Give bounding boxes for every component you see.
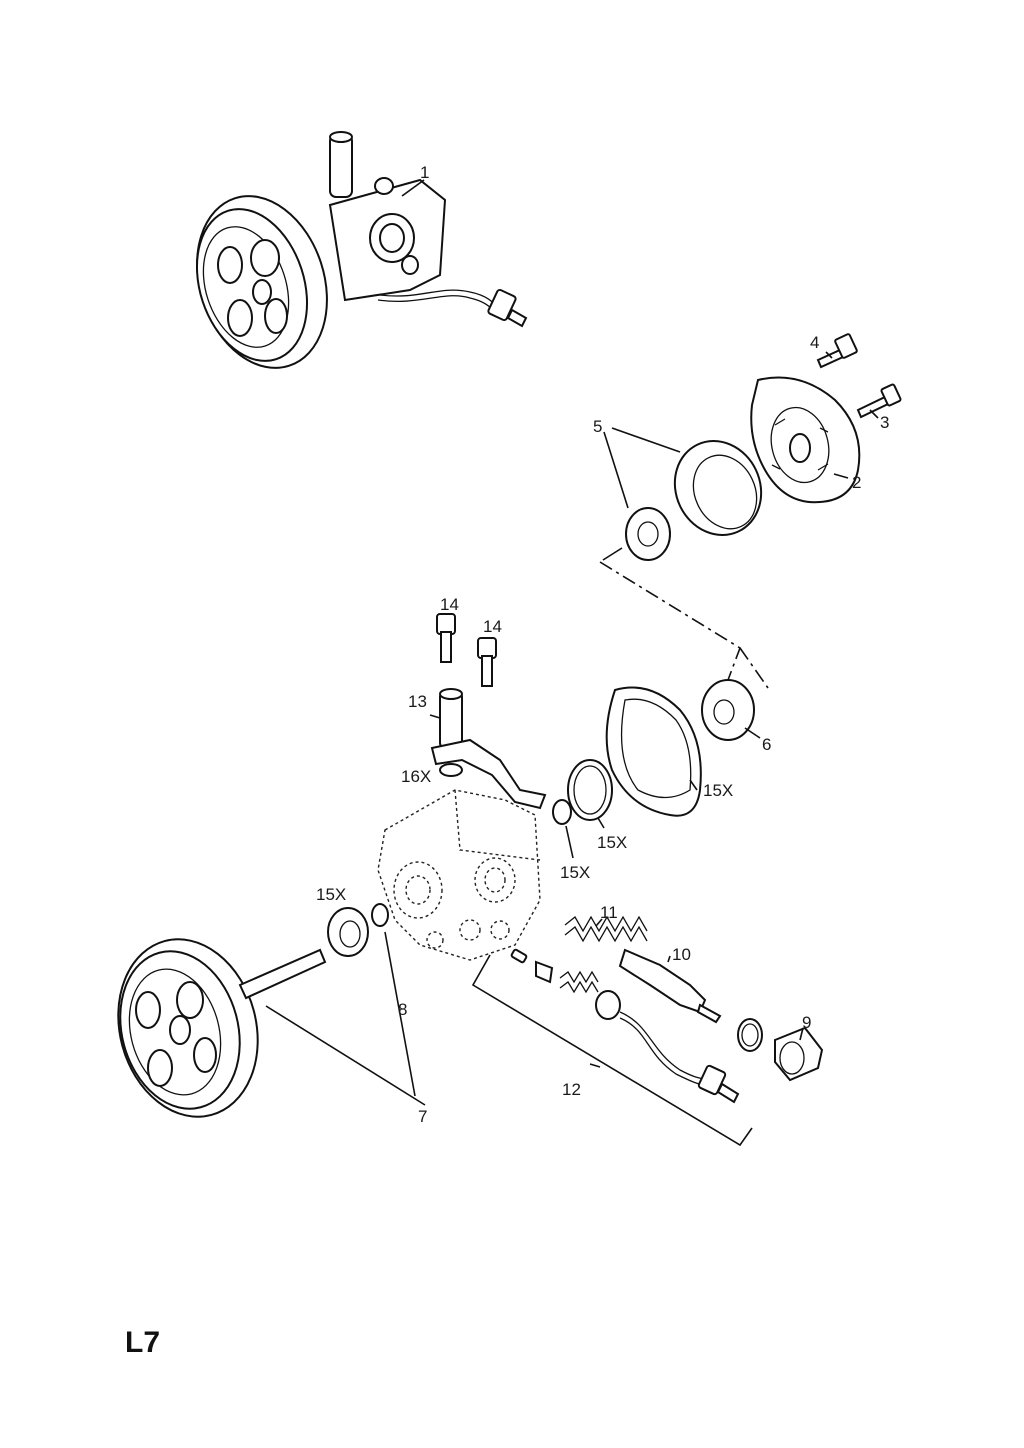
pressure-plate bbox=[701, 679, 755, 741]
callout-5: 5 bbox=[593, 417, 602, 436]
callout-15x-bearing: 15X bbox=[316, 885, 346, 904]
callout-15x-small-oring: 15X bbox=[560, 863, 590, 882]
callout-8: 8 bbox=[398, 1000, 407, 1019]
callout-11: 11 bbox=[600, 903, 618, 922]
gasket-15x-large bbox=[605, 686, 702, 817]
callout-2: 2 bbox=[852, 473, 861, 492]
callout-12: 12 bbox=[562, 1080, 581, 1099]
callout-14b: 14 bbox=[483, 617, 502, 636]
o-ring-15x-medium bbox=[567, 759, 613, 821]
callout-9: 9 bbox=[802, 1013, 811, 1032]
mounting-bolt-14b bbox=[477, 637, 497, 687]
callout-15x-gasket: 15X bbox=[703, 781, 733, 800]
callout-labels: 1 2 3 4 5 6 7 8 9 10 11 12 13 14 14 15X … bbox=[316, 163, 889, 1126]
pump-housing-dotted bbox=[377, 789, 541, 961]
inlet-fitting-with-bracket bbox=[430, 688, 547, 810]
callout-3: 3 bbox=[880, 413, 889, 432]
callout-7: 7 bbox=[418, 1107, 427, 1126]
pulley-and-drive-shaft bbox=[117, 938, 327, 1118]
mounting-bolt-14a bbox=[436, 613, 456, 663]
valve-plug-and-washer bbox=[737, 1018, 824, 1082]
leader-lines bbox=[265, 179, 879, 1147]
callout-4: 4 bbox=[810, 333, 819, 352]
page-code: L7 bbox=[125, 1326, 160, 1359]
callout-13: 13 bbox=[408, 692, 427, 711]
callout-10: 10 bbox=[672, 945, 691, 964]
assembled-power-steering-pump bbox=[195, 131, 528, 369]
callout-15x-oring: 15X bbox=[597, 833, 627, 852]
snap-ring-8 bbox=[371, 903, 389, 927]
o-ring-16x bbox=[439, 763, 463, 777]
callout-16x: 16X bbox=[401, 767, 431, 786]
relief-valve-spring bbox=[564, 915, 648, 943]
valve-kit-items-12 bbox=[510, 948, 740, 1104]
callout-14a: 14 bbox=[440, 595, 459, 614]
bolt-4 bbox=[816, 333, 858, 369]
callout-1: 1 bbox=[420, 163, 429, 182]
pump-rear-cover bbox=[750, 376, 861, 504]
shaft-bearing-15x bbox=[327, 907, 369, 957]
flow-control-valve bbox=[618, 948, 722, 1024]
cam-ring-and-rotor-set bbox=[625, 440, 763, 561]
bolt-3 bbox=[856, 383, 902, 419]
o-ring-15x-small bbox=[552, 799, 572, 825]
callout-6: 6 bbox=[762, 735, 771, 754]
